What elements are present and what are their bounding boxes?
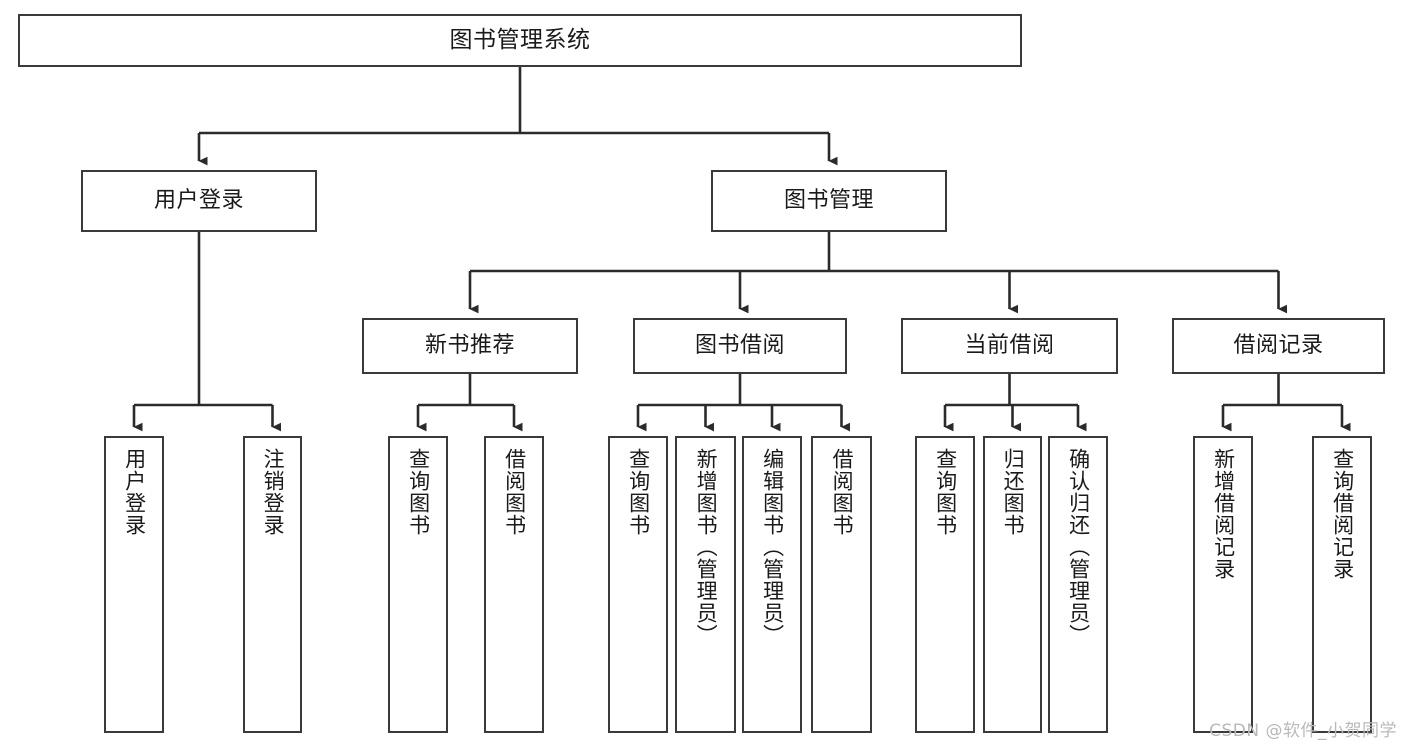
node-label: 用户登录 [153, 188, 244, 214]
node-l3-new-query[interactable]: 查询图书 [388, 436, 448, 733]
node-l2-borrow[interactable]: 图书借阅 [633, 318, 847, 374]
node-l3-bo-edit[interactable]: 编辑图书（管理员） [742, 436, 802, 733]
node-root[interactable]: 图书管理系统 [18, 14, 1022, 67]
node-l3-cur-confirm[interactable]: 确认归还（管理员） [1048, 436, 1108, 733]
node-label: 图书管理系统 [449, 27, 591, 54]
node-label: 图书借阅 [694, 333, 785, 359]
node-label: 归还图书 [1001, 448, 1026, 536]
node-l1-login[interactable]: 用户登录 [81, 170, 317, 232]
node-label: 借阅记录 [1233, 333, 1324, 359]
node-label: 注销登录 [261, 448, 286, 536]
node-label: 新增图书（管理员） [694, 448, 719, 646]
node-l3-bo-query[interactable]: 查询图书 [608, 436, 668, 733]
node-label: 查询图书 [406, 448, 431, 536]
node-label: 图书管理 [783, 188, 874, 214]
node-l2-current[interactable]: 当前借阅 [901, 318, 1118, 374]
node-label: 当前借阅 [964, 333, 1055, 359]
node-label: 查询图书 [933, 448, 958, 536]
node-label: 新增借阅记录 [1211, 448, 1236, 580]
node-l3-cur-return[interactable]: 归还图书 [983, 436, 1042, 733]
node-l3-new-borrow[interactable]: 借阅图书 [484, 436, 544, 733]
node-l3-user-logout[interactable]: 注销登录 [243, 436, 302, 733]
node-l3-rec-query[interactable]: 查询借阅记录 [1312, 436, 1372, 733]
node-l1-bookmgmt[interactable]: 图书管理 [711, 170, 947, 232]
node-label: 查询借阅记录 [1330, 448, 1355, 580]
csdn-watermark: CSDN @软件_小贺同学 [1209, 721, 1397, 741]
node-label: 确认归还（管理员） [1066, 448, 1091, 646]
node-l2-record[interactable]: 借阅记录 [1172, 318, 1385, 374]
node-l2-newbook[interactable]: 新书推荐 [362, 318, 578, 374]
node-l3-cur-query[interactable]: 查询图书 [915, 436, 975, 733]
node-label: 查询图书 [626, 448, 651, 536]
node-label: 借阅图书 [830, 448, 855, 536]
node-label: 编辑图书（管理员） [760, 448, 785, 646]
node-label: 用户登录 [122, 448, 147, 536]
node-l3-user-login[interactable]: 用户登录 [104, 436, 164, 733]
node-label: 借阅图书 [502, 448, 527, 536]
node-l3-bo-borrow[interactable]: 借阅图书 [811, 436, 872, 733]
node-l3-bo-add[interactable]: 新增图书（管理员） [675, 436, 736, 733]
node-l3-rec-add[interactable]: 新增借阅记录 [1193, 436, 1253, 733]
node-label: 新书推荐 [424, 333, 515, 359]
